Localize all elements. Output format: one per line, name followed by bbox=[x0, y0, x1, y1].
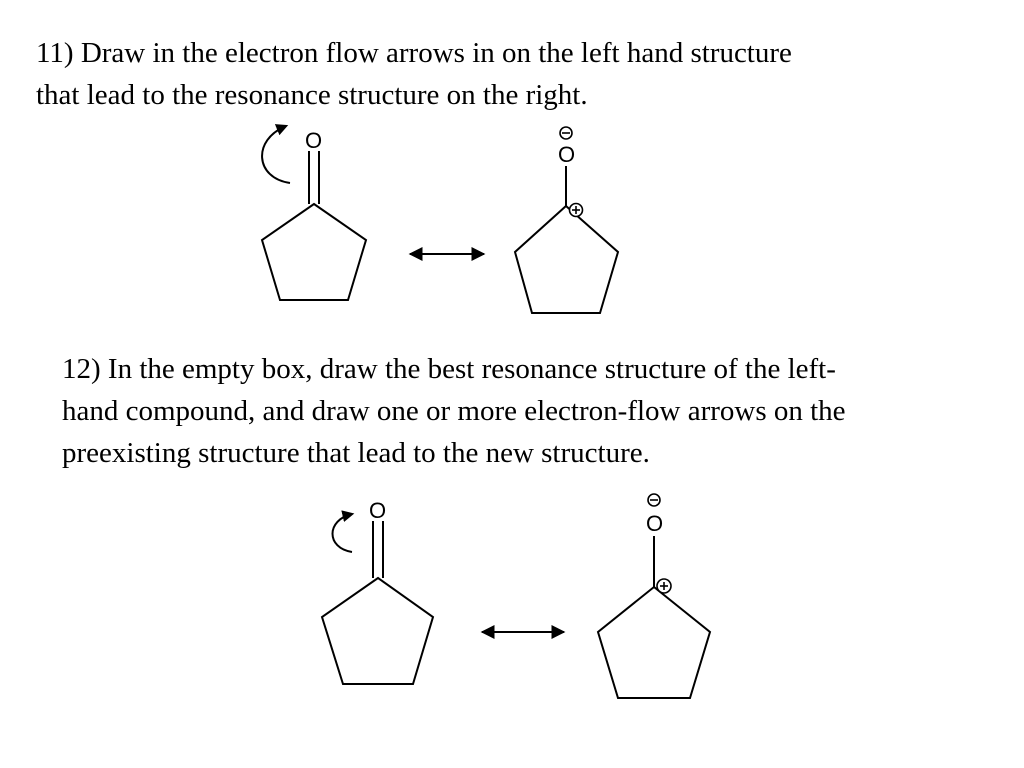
question-11-line-2: that lead to the resonance structure on … bbox=[36, 79, 588, 111]
question-11-line-1: 11) Draw in the electron flow arrows in … bbox=[36, 37, 792, 69]
q12-right-structure: O bbox=[596, 493, 712, 699]
q12-curved-arrow bbox=[331, 510, 355, 553]
question-12-line-1: 12) In the empty box, draw the best reso… bbox=[62, 353, 836, 385]
q12-right-ring bbox=[596, 585, 712, 699]
q11-left-oxygen-label: O bbox=[305, 128, 322, 153]
q11-left-structure: O bbox=[260, 124, 368, 301]
q11-right-ring bbox=[513, 204, 620, 314]
q12-right-oxygen-label: O bbox=[646, 511, 663, 536]
q12-left-structure: O bbox=[320, 498, 435, 685]
question-12-line-3: preexisting structure that lead to the n… bbox=[62, 437, 650, 469]
q12-left-oxygen-label: O bbox=[369, 498, 386, 523]
question-12-text: 12) In the empty box, draw the best reso… bbox=[62, 348, 1012, 474]
q11-right-structure: O bbox=[513, 126, 620, 314]
q11-left-ring bbox=[260, 202, 368, 301]
q12-left-ring bbox=[320, 576, 435, 685]
q11-curved-arrow bbox=[261, 124, 291, 184]
question-11-text: 11) Draw in the electron flow arrows in … bbox=[36, 32, 996, 116]
question-12-line-2: hand compound, and draw one or more elec… bbox=[62, 395, 846, 427]
q11-right-oxygen-label: O bbox=[558, 142, 575, 167]
